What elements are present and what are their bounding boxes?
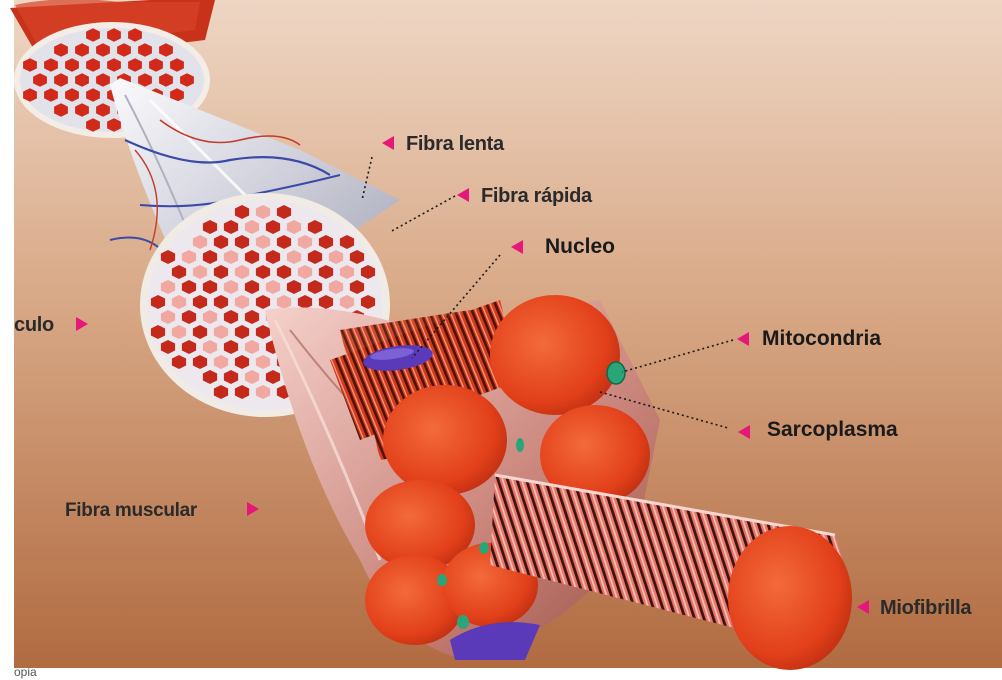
svg-text:Fibra rápida: Fibra rápida: [481, 185, 593, 207]
svg-text:Sarcoplasma: Sarcoplasma: [767, 418, 898, 441]
svg-text:culo: culo: [14, 314, 54, 336]
svg-text:Miofibrilla: Miofibrilla: [880, 597, 972, 619]
caption-fragment: opia: [14, 665, 37, 679]
svg-text:Fibra lenta: Fibra lenta: [406, 133, 505, 155]
svg-text:Nucleo: Nucleo: [545, 235, 615, 258]
svg-text:Fibra muscular: Fibra muscular: [65, 500, 198, 521]
svg-text:Mitocondria: Mitocondria: [762, 327, 881, 350]
